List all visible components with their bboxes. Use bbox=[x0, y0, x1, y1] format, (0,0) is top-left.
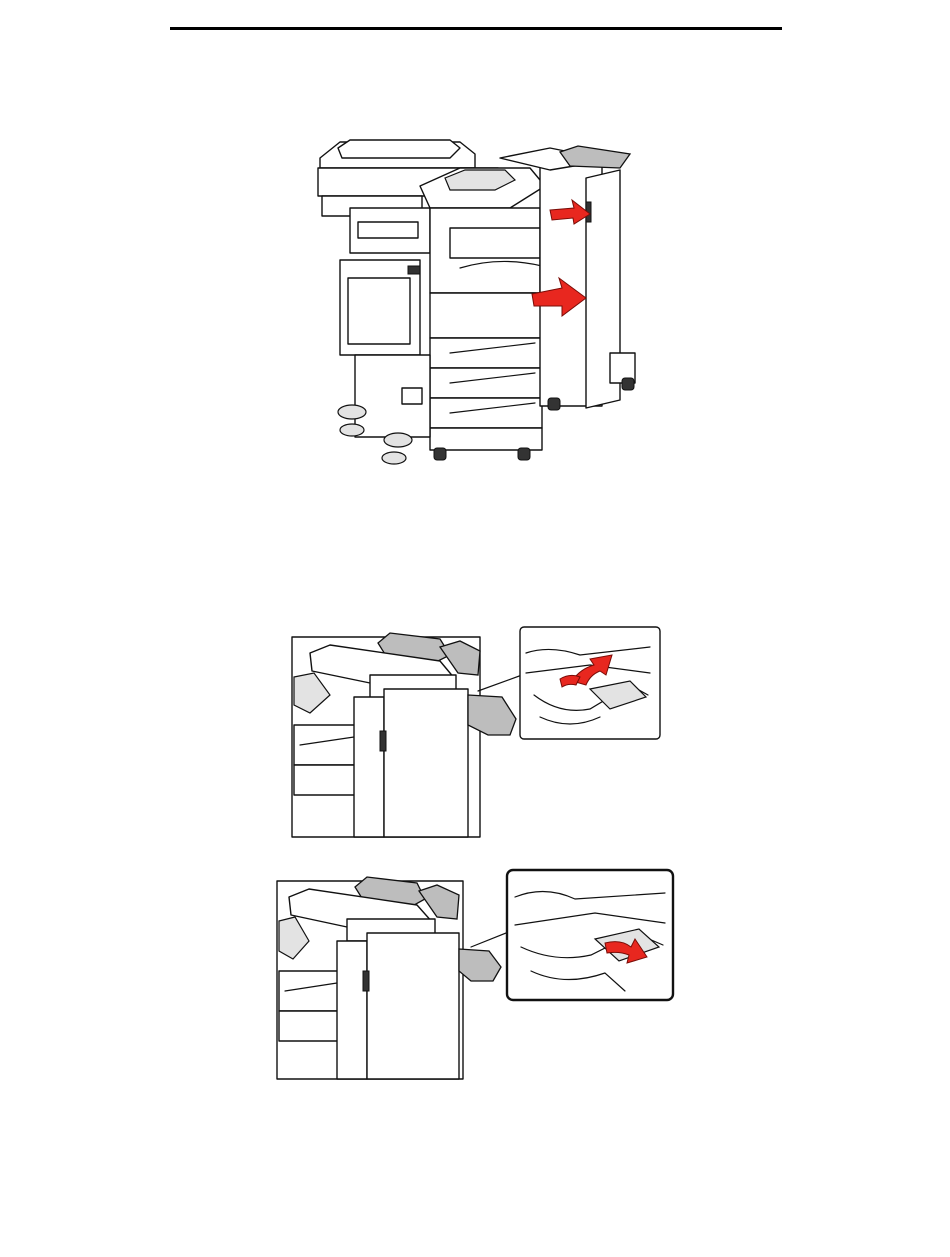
finisher-bin-remove-illustration bbox=[275, 867, 677, 1082]
header-rule bbox=[170, 27, 782, 30]
finisher-bin-lift-illustration bbox=[290, 625, 665, 840]
printer-finisher-illustration bbox=[310, 138, 660, 478]
